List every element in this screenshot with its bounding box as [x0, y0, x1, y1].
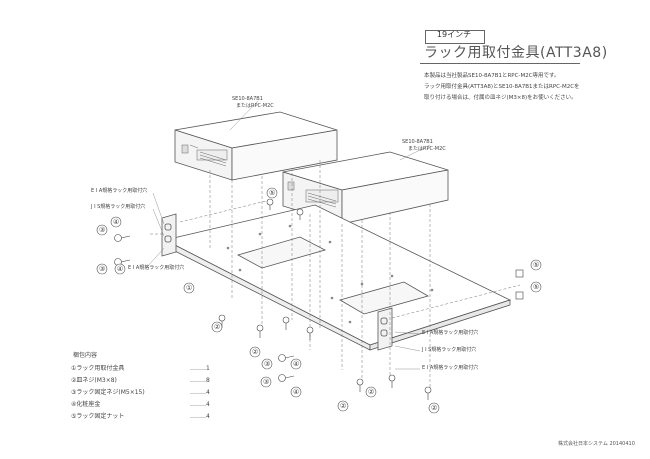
- assembly-guide-lines: [150, 160, 521, 392]
- right-device: [282, 151, 449, 225]
- title-underline: [420, 63, 580, 64]
- parts-item-name-3: ③ラック固定ネジ(M5×15): [71, 389, 145, 396]
- parts-item-qty-2: ‥‥‥‥8: [190, 377, 210, 384]
- eia-hole-callout-right-top: E I A規格ラック用取付穴: [422, 330, 479, 336]
- parts-list-heading: 梱包内容: [73, 352, 98, 359]
- jis-hole-callout-left: J I S規格ラック用取付穴: [91, 204, 146, 210]
- marker-2-c: ②: [340, 402, 347, 410]
- marker-5-c: ⑤: [533, 283, 540, 291]
- parts-item-name-1: ①ラック用取付金具: [71, 365, 125, 372]
- marker-4-d: ④: [293, 388, 300, 396]
- right-device-model: SE10-8A7B1: [402, 139, 433, 145]
- parts-item-qty-3: ‥‥‥‥4: [190, 389, 210, 396]
- marker-5-b: ⑤: [533, 261, 540, 269]
- parts-item-name-4: ④化粧座金: [71, 401, 101, 408]
- footer-company-date: 株式会社日本システム 20140410: [558, 441, 635, 447]
- parts-item-qty-4: ‥‥‥‥4: [190, 401, 210, 408]
- eia-hole-callout-left-bottom: E I A規格ラック用取付穴: [128, 265, 185, 271]
- marker-3-c: ③: [264, 360, 271, 368]
- parts-item-qty-5: ‥‥‥‥4: [190, 413, 210, 420]
- rack-mount-plate: [161, 204, 512, 351]
- page-title: ラック用取付金具(ATT3A8): [424, 45, 608, 61]
- marker-4-b: ④: [117, 265, 124, 273]
- leader-lines: [147, 100, 431, 370]
- part-number-circles: [96, 187, 542, 414]
- marker-2-d: ②: [368, 388, 375, 396]
- marker-3-b: ③: [99, 265, 106, 273]
- marker-2-a: ②: [214, 323, 221, 331]
- parts-item-name-5: ⑤ラック固定ナット: [71, 413, 125, 420]
- left-device-alt: またはRPC-M2C: [236, 103, 274, 109]
- jis-hole-callout-right: J I S規格ラック用取付穴: [422, 347, 477, 353]
- marker-5-a: ⑤: [269, 189, 276, 197]
- eia-hole-callout-left-top: E I A規格ラック用取付穴: [91, 188, 148, 194]
- eia-hole-callout-right-bottom: E I A規格ラック用取付穴: [422, 365, 479, 371]
- marker-3-a: ③: [99, 226, 106, 234]
- marker-4-c: ④: [293, 360, 300, 368]
- marker-4-a: ④: [113, 218, 120, 226]
- note-line-3: 取り付ける場合は、付属の皿ネジ(M3×8)をお使いください。: [424, 95, 577, 101]
- category-tag: 19インチ: [436, 30, 472, 39]
- parts-item-qty-1: ‥‥‥‥1: [190, 365, 210, 372]
- note-line-1: 本製品は当社製品SE10-8A7B1とRPC-M2C専用です。: [424, 73, 560, 79]
- marker-2-b: ②: [252, 348, 259, 356]
- parts-item-name-2: ②皿ネジ(M3×8): [71, 377, 117, 384]
- category-tag-box: [425, 30, 485, 44]
- marker-3-d: ③: [263, 378, 270, 386]
- marker-1: ①: [186, 284, 193, 292]
- left-device: [174, 111, 338, 181]
- right-device-alt: またはRPC-M2C: [408, 146, 446, 152]
- marker-2-e: ②: [431, 404, 438, 412]
- note-line-2: ラック用取付金具(ATT3A8)とSE10-8A7B1またはRPC-M2Cを: [424, 84, 580, 90]
- left-device-model: SE10-8A7B1: [232, 96, 263, 102]
